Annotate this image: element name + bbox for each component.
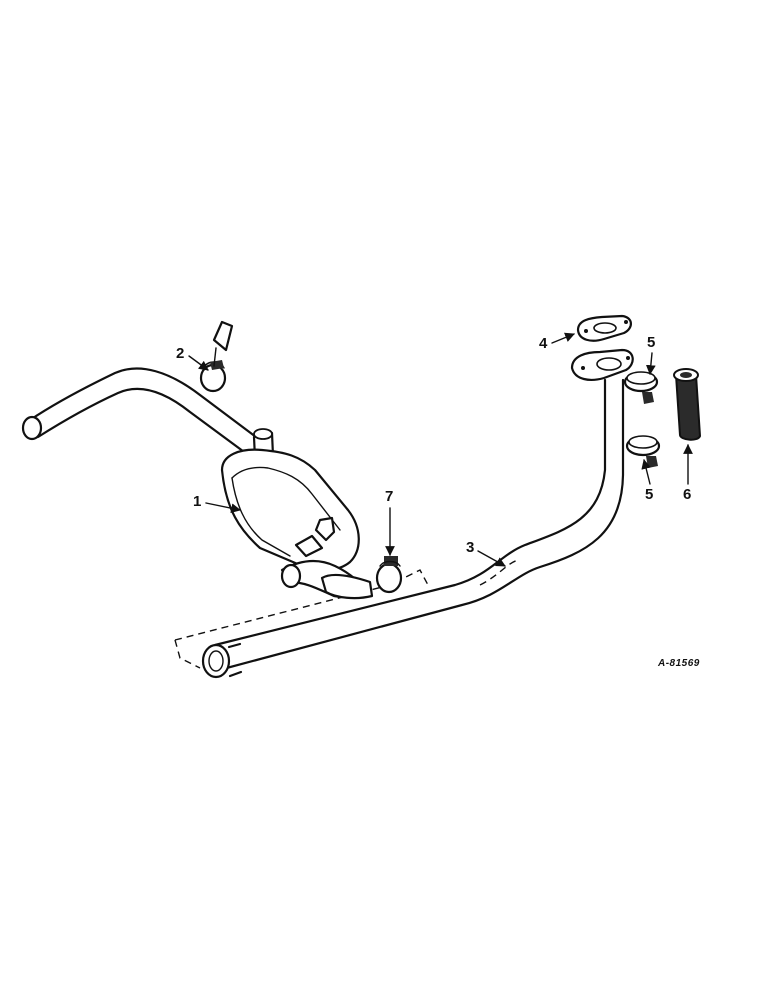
callout-part-5-lower: 5: [645, 486, 654, 503]
callout-part-6: 6: [683, 486, 692, 503]
hidden-pipe-outline: [174, 569, 429, 669]
callout-part-1: 1: [193, 493, 202, 510]
hose-clamp-part-5-lower: [625, 435, 661, 468]
drawing-reference-code: A-81569: [658, 658, 700, 669]
callout-part-5-upper: 5: [647, 334, 656, 351]
callout-part-3: 3: [466, 539, 475, 556]
callout-part-7: 7: [385, 488, 394, 505]
hose-clamp-part-5-upper: [623, 371, 659, 404]
callout-part-4: 4: [539, 335, 548, 352]
leader-arrows: [188, 332, 693, 567]
gasket-part-4: [576, 314, 632, 342]
hose-part-6: [673, 368, 702, 441]
clamp-part-7: [375, 556, 403, 594]
callout-part-2: 2: [176, 345, 185, 362]
clamp-part-2: [199, 320, 234, 393]
exhaust-pipe-part-3: [201, 348, 634, 679]
pipe-flange: [570, 348, 634, 381]
tail-pipe: [21, 367, 262, 462]
muffler-part-1: [220, 428, 374, 600]
